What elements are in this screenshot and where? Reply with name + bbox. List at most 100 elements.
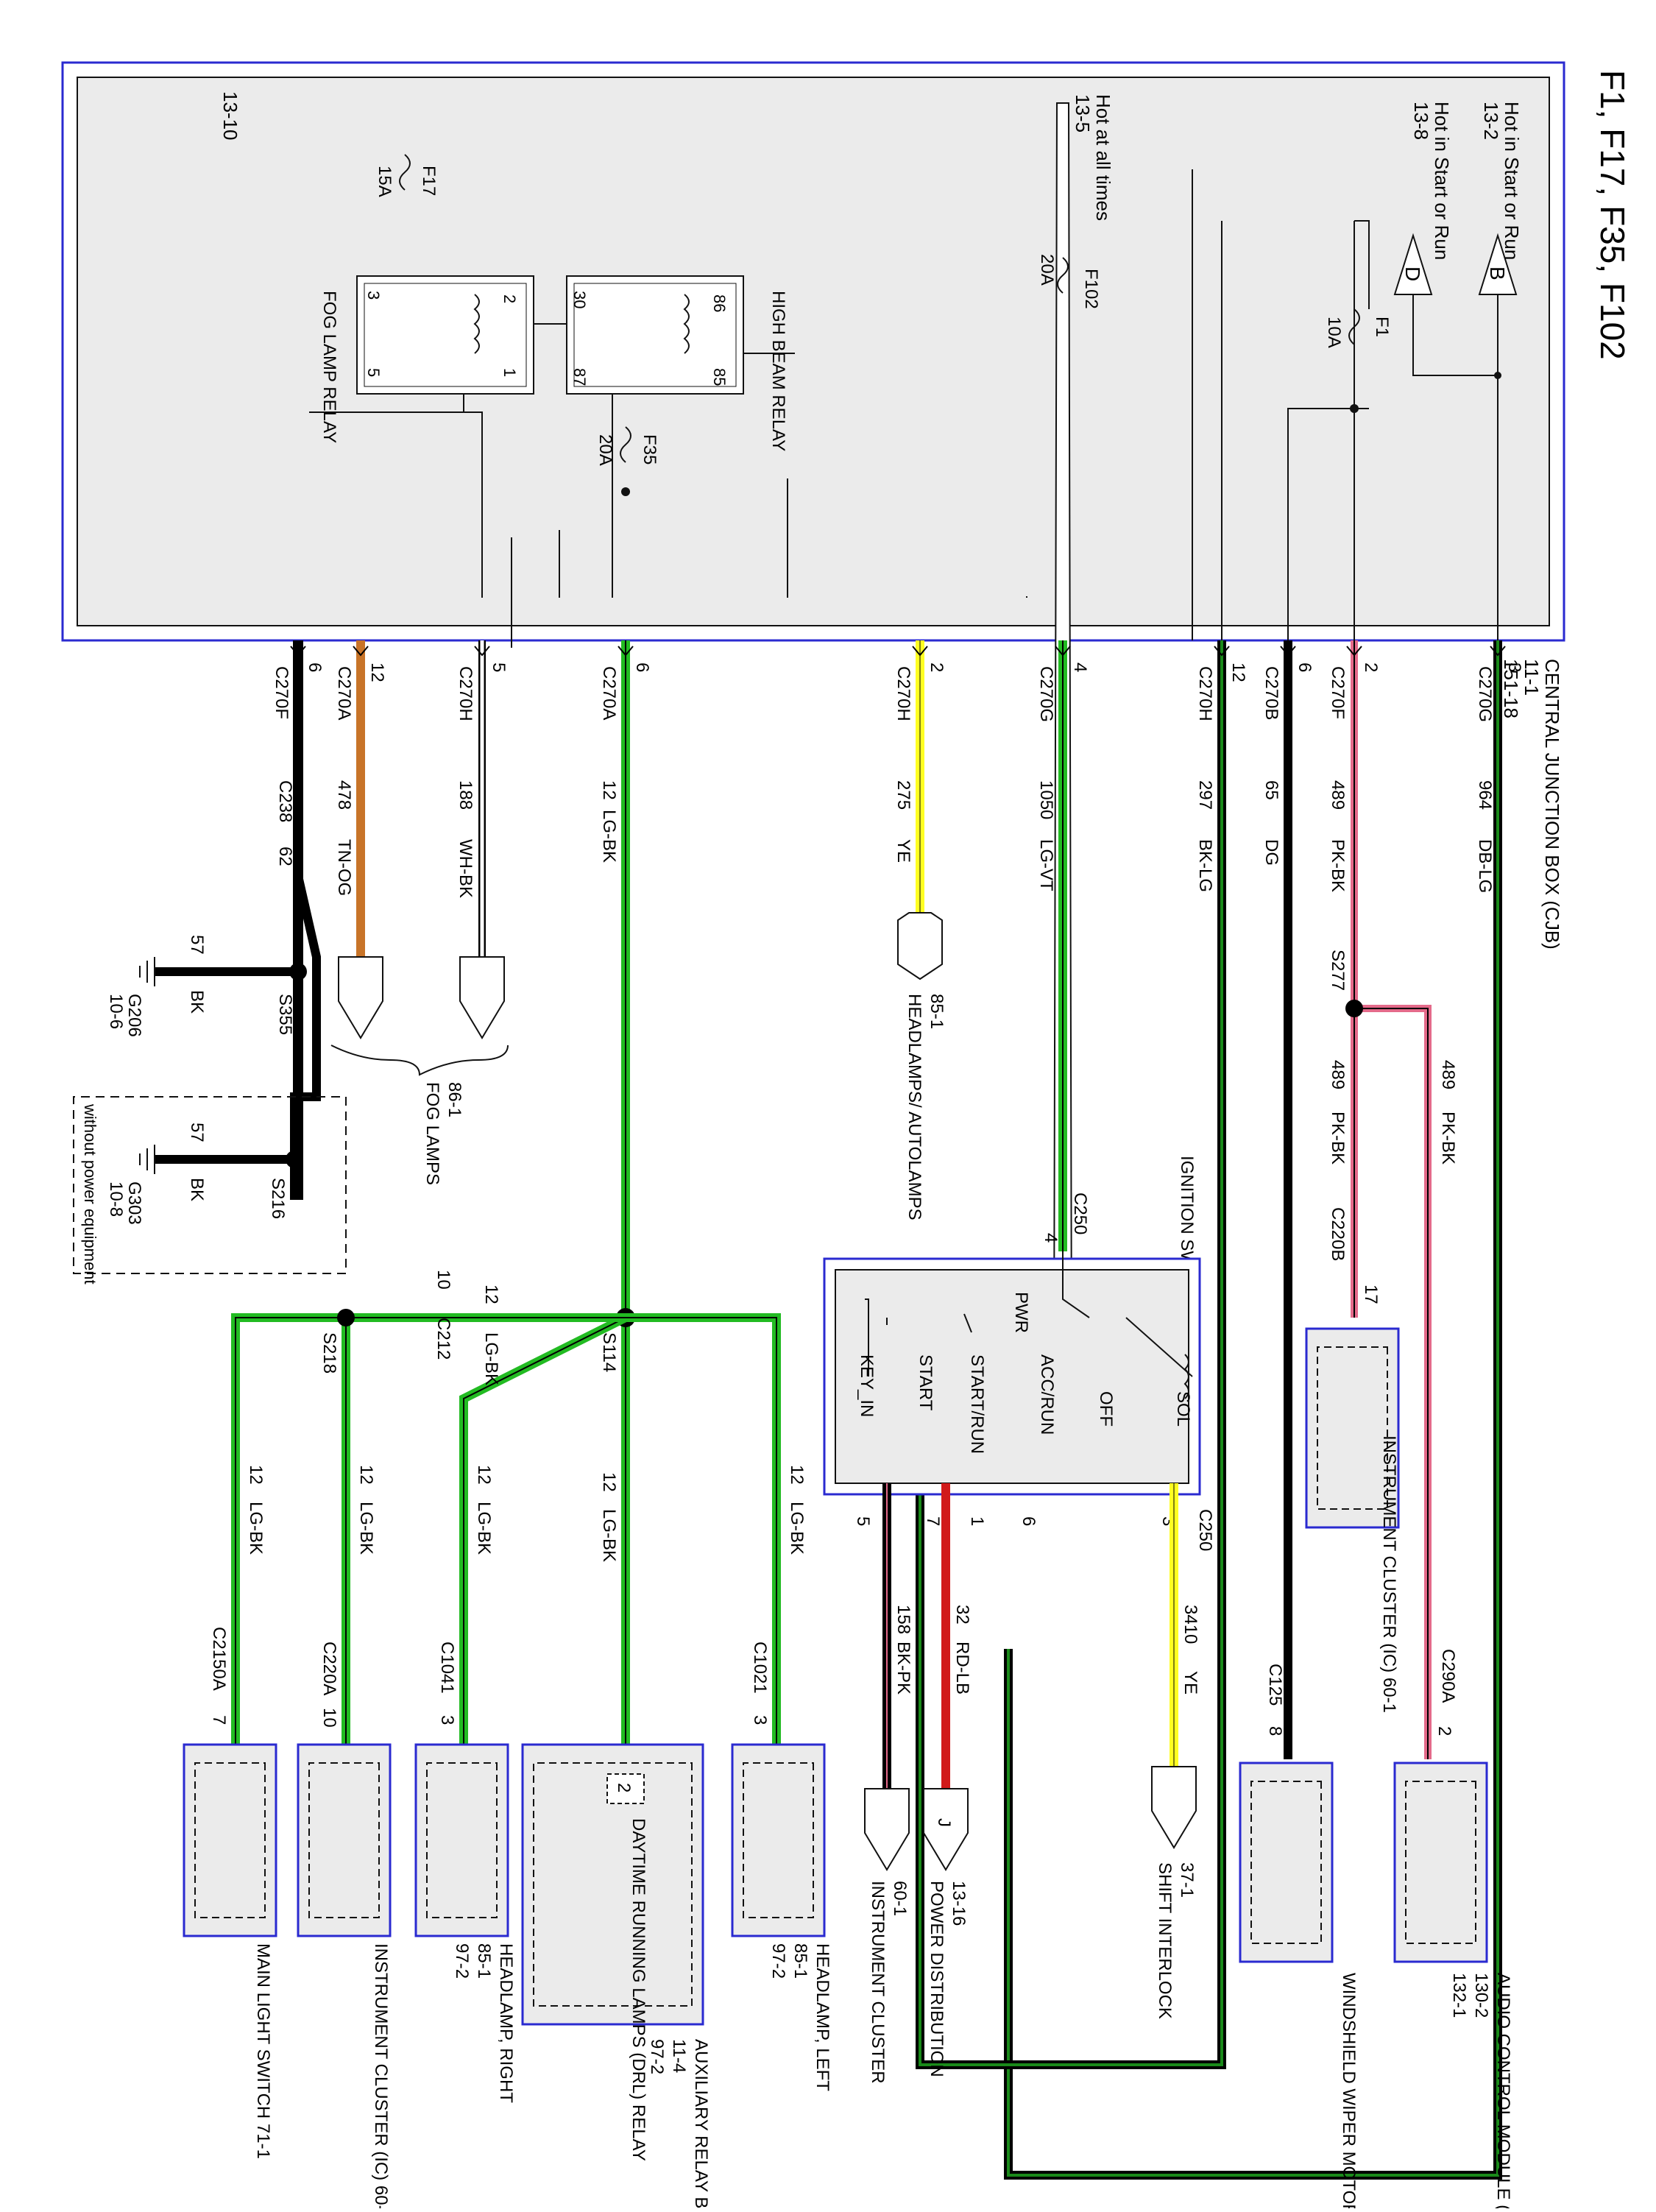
feed-b-letter: B	[1486, 266, 1509, 280]
fog-lamps-ref: 86-1	[445, 1082, 464, 1117]
main-switch-box	[183, 1743, 277, 1937]
feed-d-letter: D	[1401, 266, 1424, 281]
headlamp-left-box	[731, 1743, 826, 1937]
fog-lamp-brace	[330, 1045, 509, 1076]
cjb-page-1: 11-1	[1521, 659, 1543, 696]
acm-conn: C290A	[1438, 1649, 1458, 1703]
splice-s277-dot	[1345, 1000, 1363, 1017]
fog-lamp-pin-1: 1	[500, 368, 519, 377]
lgbk-c212-circuit: 12	[481, 1285, 501, 1304]
bus-left-label: 13-10	[219, 91, 241, 141]
conn-circuit-275: 275	[894, 780, 913, 810]
g206-ref: 10-6	[106, 994, 126, 1029]
pkbk-upper-color: PK-BK	[1438, 1112, 1458, 1165]
pkbk-lower-circuit: 489	[1328, 1060, 1348, 1089]
autolamps-connector-symbol	[897, 912, 943, 980]
headlamp-right-ref-2: 97-2	[452, 1943, 472, 1979]
conn-circuit-964: 964	[1475, 780, 1495, 810]
shift-wire-circuit: 3410	[1181, 1605, 1200, 1644]
feed-b-ref: 13-2	[1480, 102, 1502, 140]
aux-box-ref-1: 11-4	[669, 2039, 689, 2073]
conn-circuit-489: 489	[1328, 780, 1348, 810]
lgbk-left-circuit: 12	[787, 1465, 807, 1485]
g303-label: G303	[124, 1181, 144, 1225]
headlamp-right-label: HEADLAMP, RIGHT	[496, 1943, 516, 2103]
acm-inner	[1405, 1781, 1476, 1944]
shift-wire-color: YE	[1181, 1671, 1200, 1695]
high-beam-relay-label: HIGH BEAM RELAY	[768, 291, 788, 451]
acm-box	[1393, 1762, 1488, 1963]
main-switch-pin: 7	[209, 1715, 229, 1725]
conn-name-ground: C270F	[272, 666, 291, 719]
acm-label: AUDIO CONTROL MODULE (ACM)	[1493, 1973, 1513, 2208]
fog-lamp-relay-coil	[473, 294, 480, 354]
headlamp-right-ref-1: 85-1	[474, 1943, 494, 1979]
wiper-label: WINDSHIELD WIPER MOTOR 81-1	[1339, 1973, 1359, 2208]
feed-d-text: Hot in Start or Run	[1431, 102, 1453, 260]
ignition-pos-acc-run: ACC/RUN	[1037, 1354, 1057, 1435]
hot-ref-label: 13-5	[1072, 94, 1094, 132]
aux-box-label: AUXILIARY RELAY BOX 1	[691, 2039, 711, 2208]
power-equipment-dashed-box	[73, 1096, 347, 1274]
cjb-connector-marks	[290, 646, 1506, 657]
aux-relay-inner	[533, 1762, 693, 2007]
g303-ref: 10-8	[106, 1181, 126, 1217]
aux-relay-box	[521, 1743, 704, 2026]
conn-name-489: C270F	[1328, 666, 1348, 719]
autolamps-label: HEADLAMPS/ AUTOLAMPS	[905, 994, 924, 1220]
splice-s355-label: S355	[275, 994, 295, 1035]
lgbk-ic-color: LG-BK	[356, 1502, 376, 1555]
fuse-f35-rating: 20A	[595, 434, 615, 466]
conn-name-297: C270H	[1195, 666, 1215, 721]
wire-pk-bk	[1351, 640, 1432, 1759]
fuse-f17-name: F17	[419, 166, 439, 196]
ignition-conn-out: C250	[1195, 1509, 1215, 1551]
ic-60-2-pin: 10	[319, 1708, 339, 1728]
high-beam-relay-inner	[573, 283, 737, 387]
ic-60-2-box	[297, 1743, 392, 1937]
ic-bottom-ref: 60-1	[890, 1881, 910, 1916]
ignition-contacts	[865, 1251, 1193, 1399]
fog-lamps-label: FOG LAMPS	[422, 1082, 442, 1185]
splice-s218-dot	[337, 1309, 355, 1326]
high-beam-pin-86: 86	[710, 294, 729, 312]
splice-s218-label: S218	[319, 1332, 339, 1374]
conn-circuit-188: 188	[456, 780, 475, 810]
fog-lamp-connector-tn-og	[338, 956, 383, 1039]
lgbk-switch-circuit: 12	[246, 1465, 266, 1485]
drl-pin-box	[606, 1773, 645, 1804]
main-switch-inner	[194, 1762, 266, 1918]
autolamps-ref: 85-1	[927, 994, 946, 1029]
acm-pin: 2	[1434, 1726, 1454, 1736]
power-dist-letter: J	[934, 1818, 954, 1827]
conn-pin-65: 6	[1295, 662, 1314, 672]
lgbk-switch-color: LG-BK	[246, 1502, 266, 1555]
rotated-sheet: F1, F17, F35, F102 13-10 Hot at all time…	[61, 61, 1632, 2212]
pkbk-upper-circuit: 489	[1438, 1060, 1458, 1089]
conn-color-964: DB-LG	[1475, 839, 1495, 893]
ignition-pin-in: 4	[1041, 1233, 1061, 1243]
fuse-f17-symbol	[399, 154, 411, 191]
ignition-conn-in: C250	[1070, 1192, 1090, 1234]
shift-interlock-connector	[1151, 1766, 1197, 1849]
conn-name-65: C270B	[1262, 666, 1281, 720]
high-beam-relay-coil	[683, 294, 690, 354]
wire-lg-bk-branches	[231, 1313, 781, 1745]
fuse-f17-rating: 15A	[375, 166, 394, 197]
lgbk-left-color: LG-BK	[787, 1502, 807, 1555]
conn-pin-ground: 6	[305, 662, 325, 672]
rd-wire-color: RD-LB	[952, 1642, 972, 1695]
acm-ref-1: 130-2	[1471, 1973, 1491, 2018]
fuse-f35-symbol	[620, 426, 631, 463]
cjb-page-2: 151-18	[1500, 659, 1522, 718]
conn-name-1050: C270G	[1036, 666, 1056, 722]
ignition-pos-key-in: KEY_IN	[857, 1354, 877, 1417]
conn-circuit-478: 478	[334, 780, 354, 810]
conn-color-65: DG	[1262, 839, 1281, 866]
fuse-f102-name: F102	[1081, 269, 1101, 309]
ic-top-box	[1305, 1327, 1400, 1529]
f1-junction-dot	[1350, 404, 1359, 413]
conn-circuit-65: 65	[1262, 780, 1281, 800]
